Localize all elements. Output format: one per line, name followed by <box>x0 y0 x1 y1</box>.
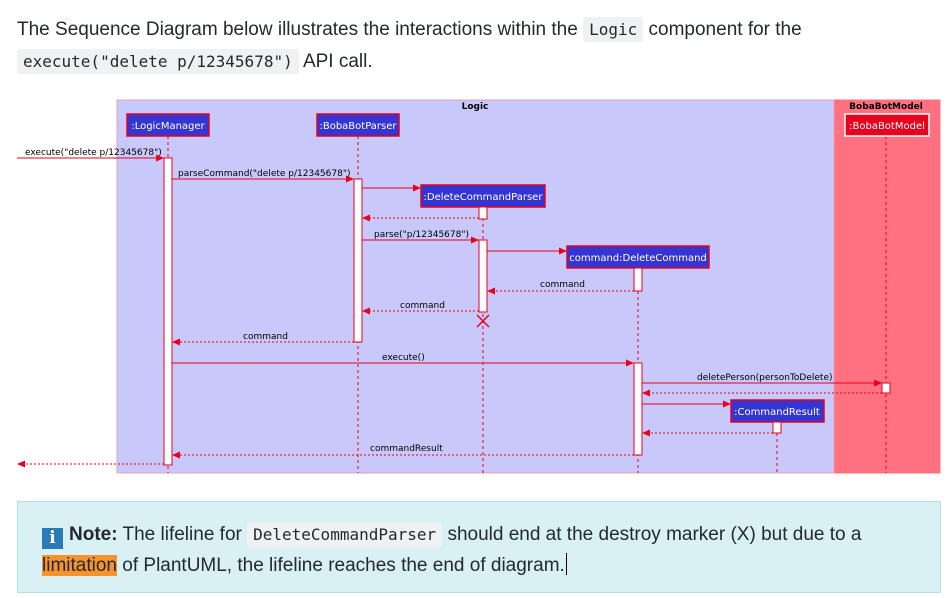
info-icon: i <box>42 528 63 549</box>
participant-command-result: :CommandResult <box>730 399 825 423</box>
activation-logic-manager <box>163 157 173 466</box>
model-box <box>834 99 941 474</box>
intro-text-3: API call. <box>302 51 373 72</box>
activation-delete-parser-2 <box>478 239 488 313</box>
execute-code: execute("delete p/12345678") <box>17 49 299 74</box>
activation-parser <box>353 178 363 343</box>
svg-text:command:DeleteCommand: command:DeleteCommand <box>569 253 707 264</box>
svg-text::DeleteCommandParser: :DeleteCommandParser <box>424 192 544 203</box>
destroy-marker <box>476 314 490 328</box>
participant-model: :BobaBotModel <box>844 113 930 137</box>
participant-delete-parser: :DeleteCommandParser <box>420 184 546 208</box>
activation-delete-parser-1 <box>478 206 488 220</box>
participant-delete-command: command:DeleteCommand <box>566 245 710 269</box>
svg-text::BobaBotModel: :BobaBotModel <box>849 121 925 132</box>
note-text-1: The lifeline for <box>122 524 242 545</box>
note-code: DeleteCommandParser <box>247 522 443 547</box>
logic-box <box>116 99 835 474</box>
note-callout: i Note: The lifeline for DeleteCommandPar… <box>17 501 941 593</box>
note-title: Note: <box>69 524 118 545</box>
label-parse-command: parseCommand("delete p/12345678") <box>178 169 350 179</box>
activation-model <box>881 382 891 394</box>
label-parse: parse("p/12345678") <box>374 230 469 240</box>
intro-paragraph: The Sequence Diagram below illustrates t… <box>17 14 927 78</box>
note-text-2: should end at the destroy marker (X) but… <box>447 524 862 545</box>
activation-delete-command-2 <box>633 362 643 456</box>
label-delete-person: deletePerson(personToDelete) <box>697 373 833 383</box>
label-execute-in: execute("delete p/12345678") <box>25 148 162 158</box>
model-box-title: BobaBotModel <box>849 102 923 112</box>
logic-box-title: Logic <box>462 102 489 112</box>
activation-delete-command-1 <box>633 267 643 292</box>
intro-text-1: The Sequence Diagram below illustrates t… <box>17 19 578 40</box>
svg-text::LogicManager: :LogicManager <box>131 121 205 132</box>
participant-parser: :BobaBotParser <box>316 113 400 137</box>
label-command-3: command <box>243 332 288 342</box>
intro-text-2: component for the <box>648 19 802 40</box>
logic-code: Logic <box>583 17 644 42</box>
participant-logic-manager: :LogicManager <box>126 113 210 137</box>
activation-command-result <box>772 421 782 434</box>
svg-text::BobaBotParser: :BobaBotParser <box>319 121 397 132</box>
label-execute: execute() <box>382 353 425 363</box>
note-text-3: of PlantUML, the lifeline reaches the en… <box>122 555 565 576</box>
label-command-2: command <box>400 301 445 311</box>
label-command-1: command <box>540 280 585 290</box>
text-cursor <box>565 553 567 575</box>
highlighted-word[interactable]: limitation <box>42 555 117 576</box>
svg-text::CommandResult: :CommandResult <box>734 407 820 418</box>
label-command-result: commandResult <box>370 444 443 454</box>
